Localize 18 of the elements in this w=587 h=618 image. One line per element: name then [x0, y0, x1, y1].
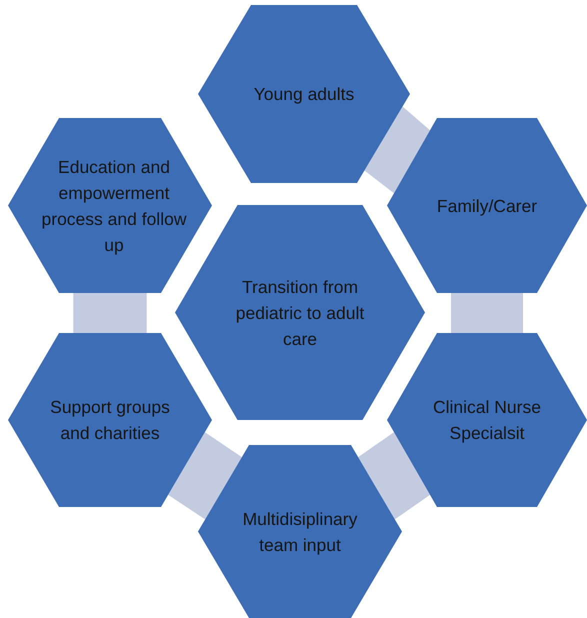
hexagon: [387, 118, 587, 293]
node-text: Clinical Nurse Specialsit: [432, 396, 542, 445]
node-text: Multidisiplinary team input: [242, 508, 358, 557]
node-text: Support groups and charities: [49, 396, 171, 445]
connector-band: [168, 432, 242, 520]
node-text: Education and empowerment process and follow up: [40, 156, 188, 257]
node-text: Family/Carer: [436, 194, 538, 218]
hexagon: [8, 333, 212, 507]
hexagon: [8, 118, 212, 293]
connector-band: [358, 432, 430, 520]
connector-band: [364, 106, 430, 194]
hexagon: [387, 333, 587, 507]
connector-band: [451, 293, 523, 333]
hexagon: [198, 445, 402, 618]
node-text: Young adults: [254, 83, 354, 106]
node-text: Transition from pediatric to adult care: [234, 276, 366, 350]
connector-band: [73, 293, 147, 333]
hexagon: [198, 5, 410, 183]
